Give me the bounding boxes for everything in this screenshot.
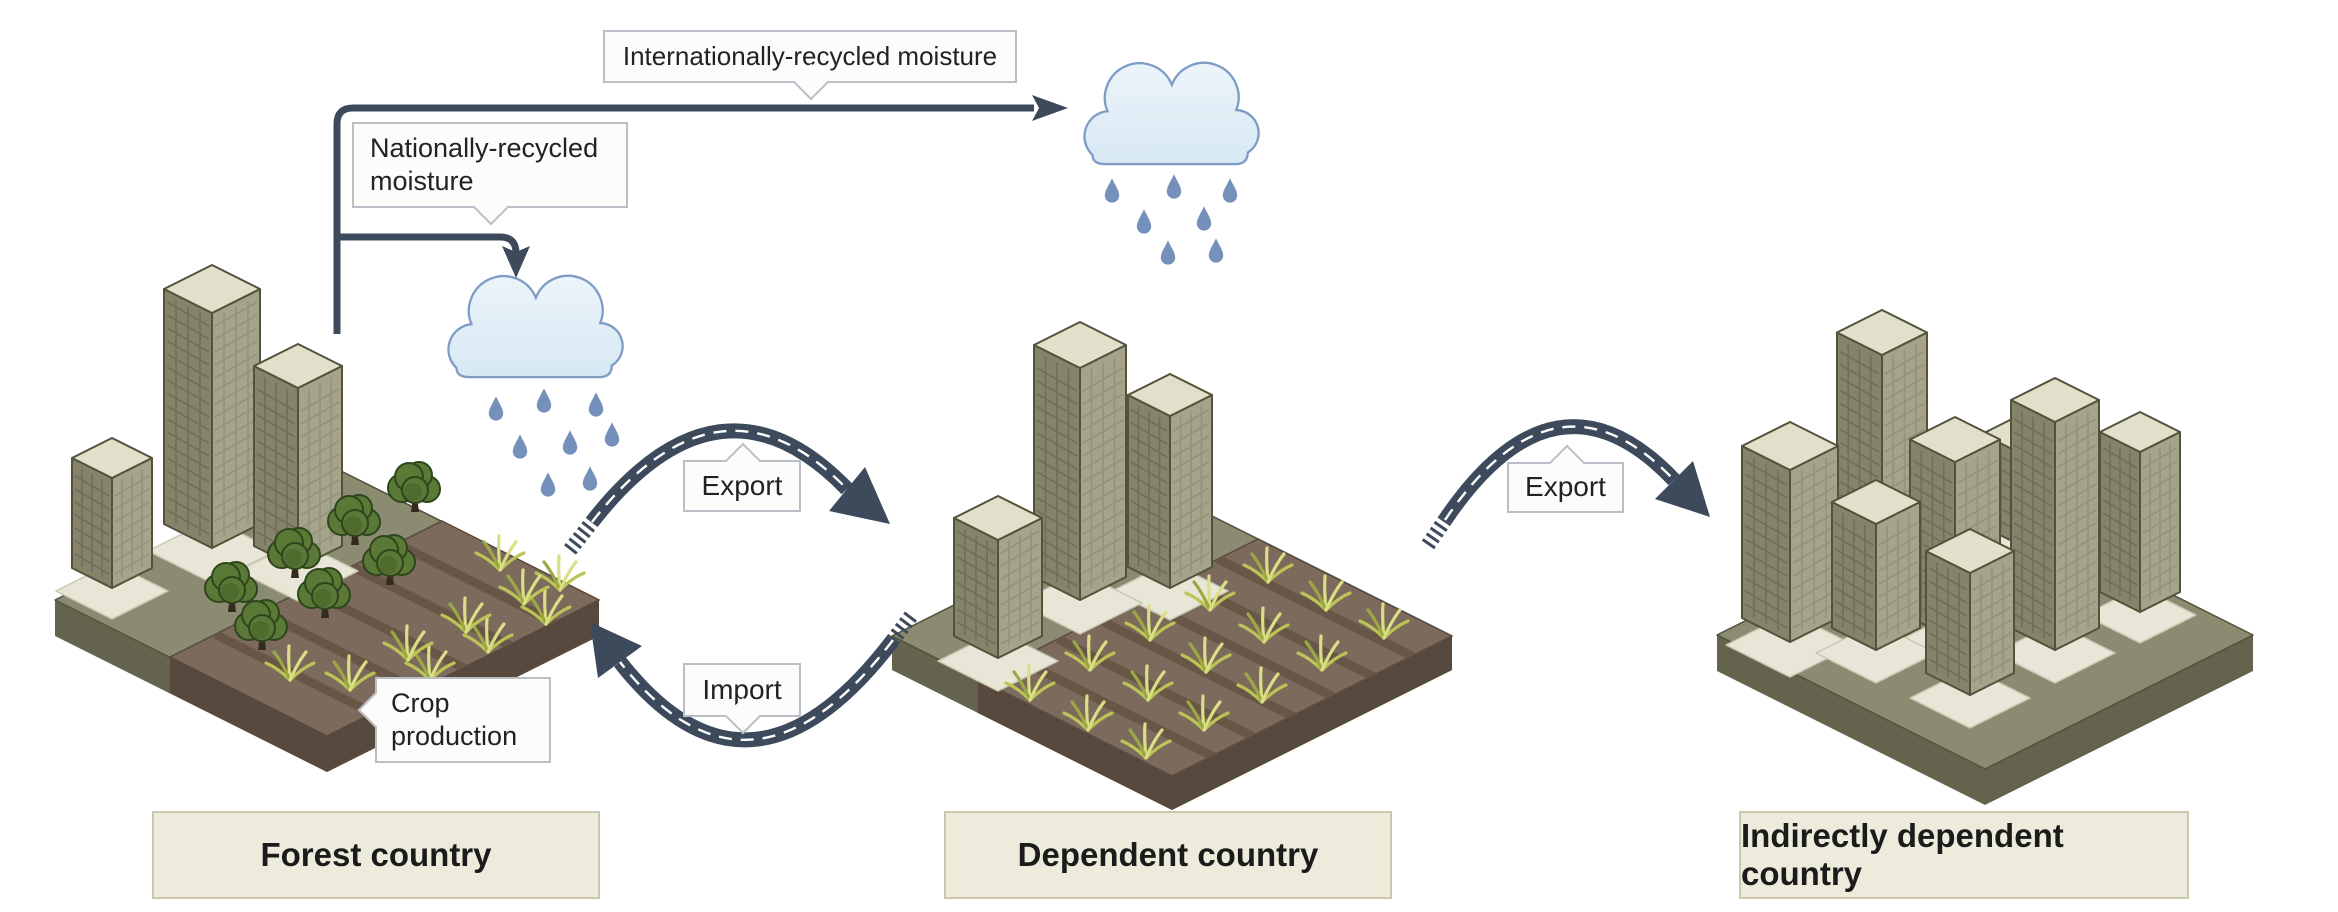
forest-country-illustration [54,264,600,772]
building-icon [163,264,261,549]
building-icon [1033,321,1127,601]
building-icon [2099,411,2181,613]
crop-plant-icon [264,644,316,682]
building-icon [1127,373,1213,589]
crop-plant-icon [1238,606,1290,644]
tree-icon [387,461,441,512]
rain-drop-icon [582,466,598,491]
label-export-dependent-to-indirect: Export [1507,444,1624,513]
rain-drop-icon [1222,178,1238,203]
country-label-indirectly-dependent: Indirectly dependent country [1739,811,2189,899]
label-import-dependent-to-forest: Import [683,663,801,735]
building-icon [71,437,153,589]
tree-icon [267,527,321,578]
building-icon [1925,528,2015,696]
rain-drops [1104,174,1238,265]
crop-plant-icon [1120,722,1172,760]
rain-drop-icon [562,430,578,455]
crop-plant-icon [1064,634,1116,672]
rain-drop-icon [1104,178,1120,203]
label-nationally-recycled-moisture: Nationally-recycled moisture [352,122,628,226]
crop-plant-icon [1184,574,1236,612]
label-internationally-recycled-moisture: Internationally-recycled moisture [603,30,1017,101]
export-road-arrow [564,423,890,555]
tree-icon [234,599,288,650]
rain-cloud-icon [1083,61,1260,166]
crop-plant-icon [324,654,376,692]
tree-icon [327,494,381,545]
rain-drop-icon [604,422,620,447]
country-label-dependent: Dependent country [944,811,1392,899]
crop-plant-icon [1180,636,1232,674]
crop-plant-icon [474,534,526,572]
country-label-forest: Forest country [152,811,600,899]
rain-cloud-icon [447,274,624,379]
indirectly-dependent-country-illustration [1716,309,2254,805]
label-text: Nationally-recycled moisture [370,133,599,196]
rain-drop-icon [540,472,556,497]
crop-plant-icon [382,624,434,662]
crop-plant-icon [1242,546,1294,584]
building-icon [1831,479,1921,651]
crop-plant-icon [1358,602,1410,640]
crop-plant-icon [462,616,514,654]
label-export-forest-to-dependent: Export [683,442,801,512]
moisture-flow-arrow [333,95,1068,334]
dependent-country-illustration [891,321,1453,810]
crop-plant-icon [1300,574,1352,612]
rain-drop-icon [488,396,504,421]
tree-icon [297,567,351,618]
crop-plant-icon [1178,694,1230,732]
tree-icon [204,561,258,612]
tree-icon [362,534,416,585]
import-road-arrow [590,611,917,748]
crop-plant-icon [534,554,586,592]
crop-plant-icon [1236,666,1288,704]
export-road-arrow-right [1421,419,1710,550]
crop-plant-icon [1296,634,1348,672]
nationally-recycled-cloud [447,274,624,497]
label-crop-production: Crop production [357,677,551,763]
crop-plant-icon [440,596,492,634]
crop-plant-icon [1124,604,1176,642]
label-text: Crop production [391,688,518,751]
crop-plant-icon [498,568,550,606]
rain-drop-icon [1160,240,1176,265]
rain-drop-icon [1166,174,1182,199]
building-icon [2010,377,2100,651]
internationally-recycled-cloud [1083,61,1260,265]
building-icon [1741,421,1839,643]
rain-drop-icon [512,434,528,459]
rain-drop-icon [1208,238,1224,263]
building-icon [953,495,1043,659]
crop-plant-icon [1062,694,1114,732]
rain-drop-icon [588,392,604,417]
crop-plant-icon [1122,664,1174,702]
rain-drop-icon [536,388,552,413]
rain-drop-icon [1196,206,1212,231]
rain-drop-icon [1136,209,1152,234]
crop-plant-icon [1004,664,1056,702]
rain-drops [488,388,620,497]
